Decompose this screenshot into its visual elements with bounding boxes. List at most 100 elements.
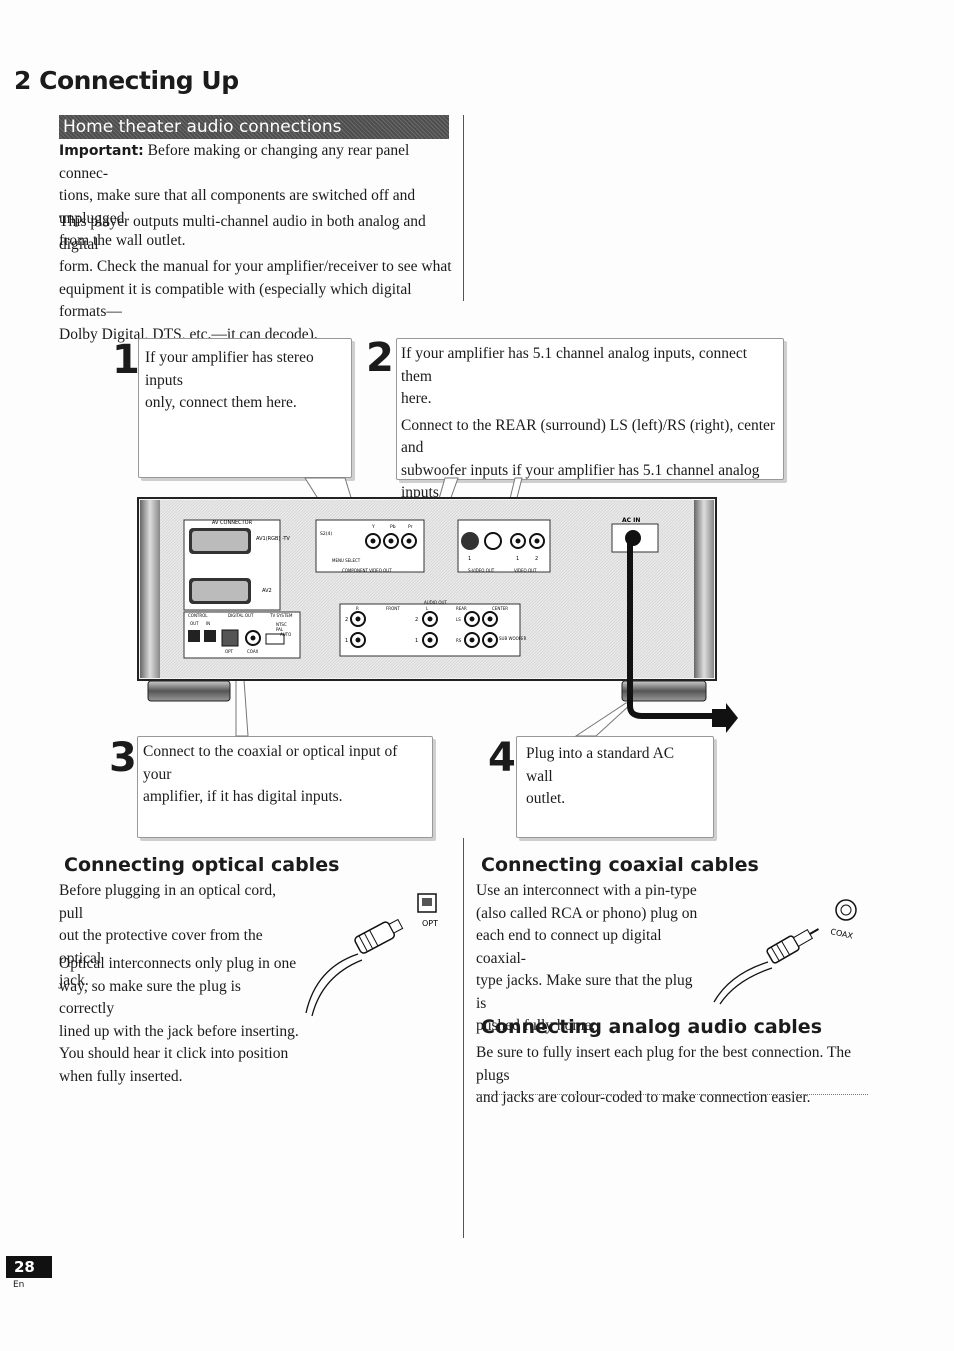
coax-line-4: pushed fully home. xyxy=(476,1017,596,1034)
intro-line-0: This player outputs multi-channel audio … xyxy=(59,213,426,253)
digital-out-label: DIGITAL OUT xyxy=(228,613,254,618)
svg-text:1: 1 xyxy=(415,638,418,644)
important-line-1: tions, make sure that all components are… xyxy=(59,187,416,227)
analog-line-0: Be sure to fully insert each plug for th… xyxy=(476,1044,852,1084)
callout-4-line-0: Plug into a standard AC wall xyxy=(526,745,675,785)
important-label: Important: xyxy=(59,143,144,159)
callout-2-line-3: subwoofer inputs if your amplifier has 5… xyxy=(401,461,760,502)
analog-paragraph: Be sure to fully insert each plug for th… xyxy=(476,1042,876,1110)
coax-jack-label: COAX xyxy=(830,927,855,941)
opt-jack-label: OPT xyxy=(422,919,438,928)
rear-panel-diagram: AV CONNECTOR AV1(RGB) -TV AV2 S2(4) Y Pb… xyxy=(137,477,738,737)
optical-p1-line-0: Before plugging in an optical cord, pull xyxy=(59,882,276,922)
svg-text:2: 2 xyxy=(345,617,348,623)
step-number-3: 3 xyxy=(109,735,137,781)
ls-label: LS xyxy=(456,617,461,622)
av-connector-label: AV CONNECTOR xyxy=(212,520,253,526)
optical-p2-line-3: You should hear it click into position xyxy=(59,1045,289,1062)
front-label: FRONT xyxy=(386,606,400,611)
l-label: L xyxy=(426,606,429,611)
optical-paragraph-1: Before plugging in an optical cord, pull… xyxy=(59,880,299,993)
ac-in-label: AC IN xyxy=(622,517,640,524)
auto-label: AUTO xyxy=(280,632,291,637)
analog-line-1: and jacks are colour-coded to make conne… xyxy=(476,1089,811,1106)
coax-plug-icon: COAX xyxy=(713,899,857,1005)
important-line-2: from the wall outlet. xyxy=(59,232,186,249)
optical-heading: Connecting optical cables xyxy=(64,854,340,876)
video-out-label: VIDEO OUT xyxy=(514,568,537,573)
one-label: 1 xyxy=(468,556,471,562)
column-divider-bottom xyxy=(463,838,464,1238)
intro-paragraph: This player outputs multi-channel audio … xyxy=(59,211,454,346)
coax-label: COAX xyxy=(247,649,259,654)
tv-system-label: TV SYSTEM xyxy=(269,613,293,618)
callout-3-line-1: amplifier, if it has digital inputs. xyxy=(143,788,343,805)
menu-select-label: MENU SELECT xyxy=(332,558,361,563)
optical-p2-line-4: when fully inserted. xyxy=(59,1067,183,1085)
callout-1-line-0: If your amplifier has stereo inputs xyxy=(145,349,314,389)
callout-3-line-0: Connect to the coaxial or optical input … xyxy=(143,743,398,783)
section-title: Home theater audio connections xyxy=(59,115,449,139)
pal-label: PAL xyxy=(276,627,284,632)
s2-label: S2(4) xyxy=(320,531,332,537)
callout-2-line-2: Connect to the REAR (surround) LS (left)… xyxy=(401,416,776,457)
step-number-1: 1 xyxy=(112,337,140,383)
callout-4-line-1: outlet. xyxy=(526,790,566,807)
coaxial-heading: Connecting coaxial cables xyxy=(481,854,759,876)
optical-p2-line-1: way, so make sure the plug is correctly xyxy=(59,977,241,1018)
arrow-right-icon xyxy=(712,703,738,733)
opt-label: OPT xyxy=(225,649,234,654)
language-label: En xyxy=(13,1280,25,1290)
optical-plug-icon: OPT xyxy=(305,893,438,1017)
optical-p2-line-2: lined up with the jack before inserting. xyxy=(59,1022,299,1040)
coax-line-1: (also called RCA or phono) plug on xyxy=(476,904,698,922)
svg-text:1: 1 xyxy=(345,638,348,644)
two-label: 2 xyxy=(535,556,538,562)
coax-line-3: type jacks. Make sure that the plug is xyxy=(476,972,693,1012)
control-label: CONTROL xyxy=(188,613,208,618)
callout-step-3: Connect to the coaxial or optical input … xyxy=(137,736,433,838)
pb-label: Pb xyxy=(390,524,396,530)
callout-step-4: Plug into a standard AC wall outlet. xyxy=(516,736,714,838)
sub-woofer-label: SUB WOOFER xyxy=(499,636,527,641)
callout-2-line-1: here. xyxy=(401,390,432,407)
coax-line-2: each end to connect up digital coaxial- xyxy=(476,927,662,967)
av2-label: AV2 xyxy=(262,588,272,594)
column-divider-top xyxy=(463,115,464,301)
callout-step-2: If your amplifier has 5.1 channel analog… xyxy=(396,338,784,501)
svg-text:1: 1 xyxy=(516,556,519,562)
r-label: R xyxy=(356,606,359,611)
section-end-rule xyxy=(476,1094,868,1099)
s-video-out-label: S-VIDEO OUT xyxy=(468,568,495,573)
important-paragraph: Important: Before making or changing any… xyxy=(59,140,454,253)
page-number: 28 xyxy=(6,1256,52,1278)
step-number-4: 4 xyxy=(488,735,516,781)
step-number-2: 2 xyxy=(366,335,394,381)
analog-heading: Connecting analog audio cables xyxy=(481,1016,823,1038)
callout-2-line-0: If your amplifier has 5.1 channel analog… xyxy=(401,345,748,385)
component-video-out-label: COMPONENT VIDEO OUT xyxy=(342,568,392,573)
ntsc-label: NTSC xyxy=(276,622,287,627)
rear-label: REAR xyxy=(456,606,467,611)
intro-line-2: equipment it is compatible with (especia… xyxy=(59,280,412,321)
callout-1-line-1: only, connect them here. xyxy=(145,394,297,411)
callout-step-1: If your amplifier has stereo inputs only… xyxy=(138,338,352,478)
out-label: OUT xyxy=(190,621,199,626)
important-line-0: Before making or changing any rear panel… xyxy=(59,142,410,182)
optical-p1-line-2: jack. xyxy=(59,972,89,989)
y-label: Y xyxy=(371,524,375,530)
av1-label: AV1(RGB) -TV xyxy=(256,536,290,542)
optical-paragraph-2: Optical interconnects only plug in one w… xyxy=(59,953,299,1088)
chapter-title: 2 Connecting Up xyxy=(14,66,239,95)
rs-label: RS xyxy=(456,638,462,643)
audio-out-label: AUDIO OUT xyxy=(424,600,447,605)
coaxial-paragraph: Use an interconnect with a pin-type (als… xyxy=(476,880,706,1038)
intro-line-1: form. Check the manual for your amplifie… xyxy=(59,258,452,275)
optical-p1-line-1: out the protective cover from the optica… xyxy=(59,927,263,967)
center-label: CENTER xyxy=(492,606,508,611)
coax-line-0: Use an interconnect with a pin-type xyxy=(476,882,697,899)
s-video-jack-icon xyxy=(461,532,479,550)
in-label: IN xyxy=(206,621,210,626)
pr-label: Pr xyxy=(408,524,413,530)
svg-text:2: 2 xyxy=(415,617,418,623)
